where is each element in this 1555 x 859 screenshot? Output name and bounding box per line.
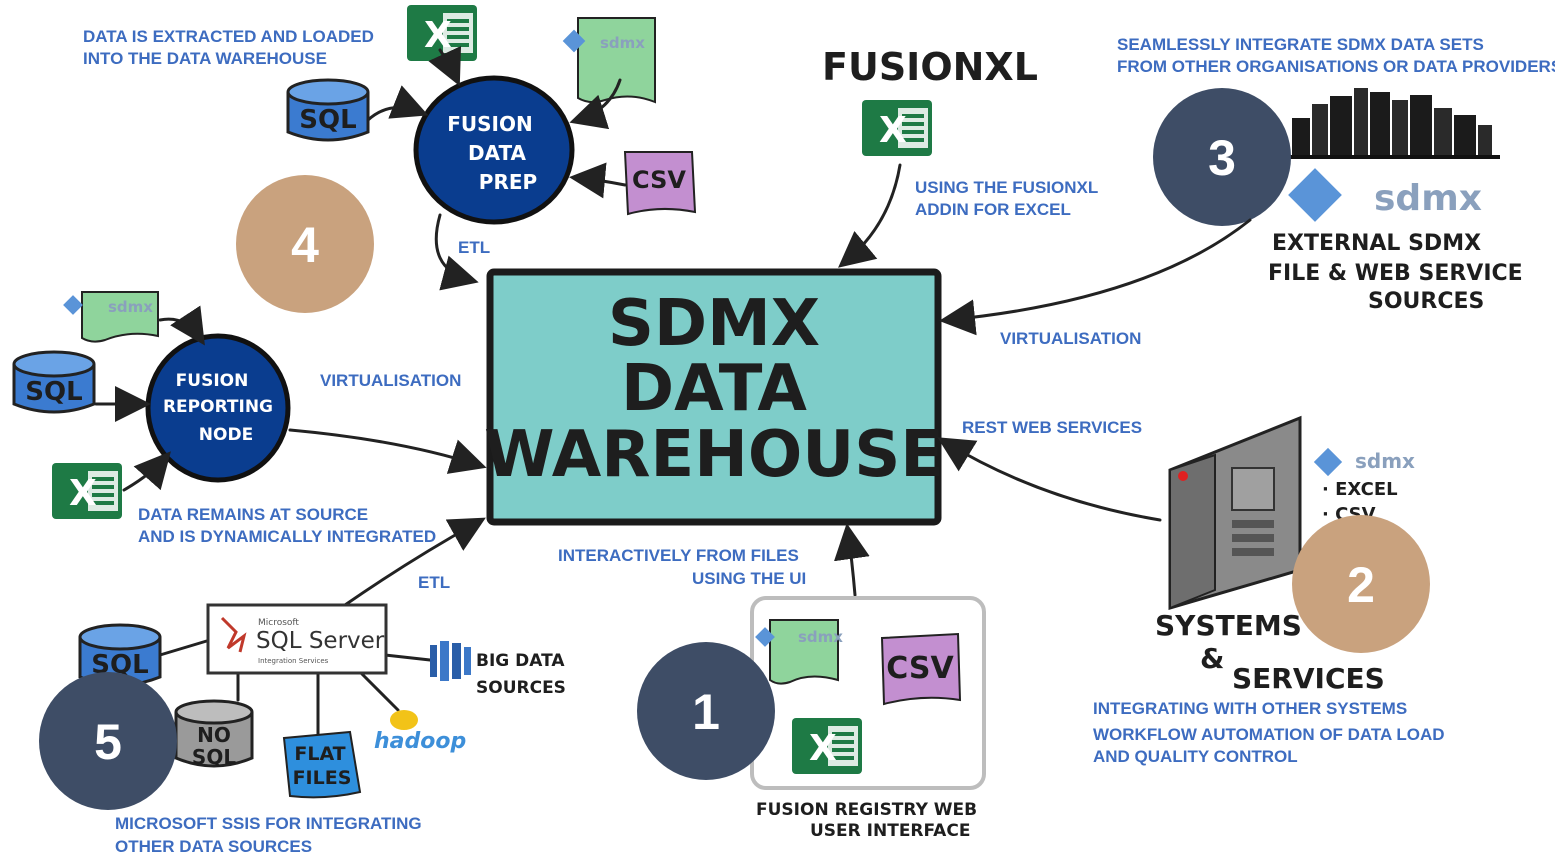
svg-text:X: X (424, 15, 452, 56)
sdmx-logo-icon: sdmx (1288, 168, 1482, 222)
caption-ssis-1: MICROSOFT SSIS FOR INTEGRATING (115, 814, 422, 833)
systems-label-2: & (1200, 642, 1224, 675)
external-label-1: EXTERNAL SDMX (1272, 231, 1481, 256)
sdmx-logo-icon: sdmx (1313, 447, 1415, 477)
systems-label-1: SYSTEMS (1155, 609, 1302, 642)
sdmx-logo-icon (63, 295, 83, 315)
caption-extracted-1: DATA IS EXTRACTED AND LOADED (83, 27, 374, 46)
big-data-label-2: SOURCES (476, 678, 566, 698)
big-data-label-1: BIG DATA (476, 651, 565, 671)
external-label-3: SOURCES (1368, 289, 1484, 314)
svg-text:sdmx: sdmx (1355, 449, 1415, 473)
warehouse-title-1: SDMX (608, 287, 820, 361)
svg-text:hadoop: hadoop (374, 729, 466, 754)
sql-server-box: Microsoft SQL Server Integration Service… (206, 603, 388, 675)
fusion-data-prep-node: FUSION DATA PREP (413, 75, 575, 225)
svg-text:NO: NO (197, 723, 231, 747)
caption-integrating-3: AND QUALITY CONTROL (1093, 747, 1298, 766)
svg-text:3: 3 (1208, 130, 1236, 186)
caption-integrating-2: WORKFLOW AUTOMATION OF DATA LOAD (1093, 725, 1445, 744)
svg-text:sdmx: sdmx (600, 34, 645, 52)
svg-text:sdmx: sdmx (798, 628, 843, 646)
server-tower-icon (1168, 415, 1302, 611)
caption-seamless-1: SEAMLESSLY INTEGRATE SDMX DATA SETS (1117, 35, 1484, 54)
sql-server-logo-icon (220, 616, 247, 653)
hadoop-elephant-icon: hadoop (374, 710, 466, 754)
badge-3: 3 (1153, 88, 1291, 226)
caption-fusionxl-2: ADDIN FOR EXCEL (915, 200, 1071, 219)
svg-text:X: X (69, 473, 97, 514)
sdmx-file-left: sdmx (63, 291, 159, 343)
systems-label-3: SERVICES (1232, 662, 1385, 695)
sql-cylinder-icon: SQL (286, 78, 370, 142)
svg-text:PREP: PREP (479, 170, 537, 194)
sdmx-data-warehouse: SDMX DATA WAREHOUSE (484, 268, 944, 526)
svg-text:5: 5 (94, 714, 122, 770)
sdmx-logo-icon (755, 627, 775, 647)
svg-text:FILES: FILES (293, 767, 352, 789)
svg-text:SQL: SQL (299, 105, 356, 135)
caption-integrating-1: INTEGRATING WITH OTHER SYSTEMS (1093, 699, 1407, 718)
badge-2: 2 (1292, 515, 1430, 653)
caption-ssis-2: OTHER DATA SOURCES (115, 837, 312, 856)
svg-text:SQL: SQL (25, 377, 82, 407)
city-skyline-icon (1285, 88, 1500, 159)
registry-label-1: FUSION REGISTRY WEB (756, 800, 977, 820)
badge-4: 4 (236, 175, 374, 313)
nosql-cylinder-icon: NO SQL (174, 699, 254, 769)
svg-text:1: 1 (692, 684, 720, 740)
svg-text:CSV: CSV (886, 651, 954, 686)
caption-interactively-2: USING THE UI (692, 569, 806, 588)
svg-text:REPORTING: REPORTING (163, 397, 273, 417)
sdmx-file-ui: sdmx (755, 619, 843, 685)
svg-text:NODE: NODE (199, 425, 253, 445)
fusion-reporting-node: FUSION REPORTING NODE (145, 333, 291, 483)
svg-text:Microsoft: Microsoft (258, 618, 299, 628)
external-label-2: FILE & WEB SERVICE (1268, 261, 1523, 286)
caption-remains-2: AND IS DYNAMICALLY INTEGRATED (138, 527, 436, 546)
svg-text:FUSION: FUSION (447, 112, 533, 136)
svg-text:SQL Server: SQL Server (256, 628, 385, 654)
caption-etl-top: ETL (458, 238, 490, 257)
warehouse-title-2: DATA (621, 352, 807, 426)
svg-text:Integration Services: Integration Services (258, 657, 329, 665)
svg-text:X: X (879, 110, 907, 151)
systems-bullet-excel: · EXCEL (1322, 479, 1398, 500)
flat-files-icon: FLAT FILES (282, 730, 362, 799)
badge-5: 5 (39, 672, 177, 810)
svg-text:sdmx: sdmx (1374, 178, 1482, 219)
big-data-icon (430, 641, 471, 681)
excel-icon: X (792, 718, 862, 774)
svg-text:sdmx: sdmx (108, 298, 153, 316)
caption-seamless-2: FROM OTHER ORGANISATIONS OR DATA PROVIDE… (1117, 57, 1555, 76)
svg-text:DATA: DATA (468, 141, 527, 165)
excel-icon: X (862, 100, 932, 156)
warehouse-title-3: WAREHOUSE (484, 418, 944, 492)
svg-text:2: 2 (1347, 557, 1375, 613)
svg-text:4: 4 (291, 217, 319, 273)
caption-virtualisation-left: VIRTUALISATION (320, 371, 461, 390)
registry-label-2: USER INTERFACE (810, 821, 970, 841)
svg-text:X: X (809, 728, 837, 769)
svg-text:FUSION: FUSION (176, 371, 249, 391)
csv-file-icon: CSV (623, 151, 697, 216)
caption-virtualisation-right: VIRTUALISATION (1000, 329, 1141, 348)
svg-text:CSV: CSV (632, 166, 686, 194)
excel-icon: X (52, 463, 122, 519)
caption-remains-1: DATA REMAINS AT SOURCE (138, 505, 368, 524)
svg-text:SQL: SQL (192, 745, 236, 769)
fusionxl-title: FUSIONXL (822, 45, 1038, 89)
svg-text:FLAT: FLAT (294, 743, 345, 765)
badge-1: 1 (637, 642, 775, 780)
sql-cylinder-icon: SQL (12, 350, 96, 414)
caption-fusionxl-1: USING THE FUSIONXL (915, 178, 1098, 197)
sdmx-file-top: sdmx (562, 17, 656, 104)
caption-etl-bottom: ETL (418, 573, 450, 592)
csv-file-icon: CSV (880, 632, 962, 706)
caption-rest: REST WEB SERVICES (962, 418, 1142, 437)
caption-extracted-2: INTO THE DATA WAREHOUSE (83, 49, 327, 68)
caption-interactively-1: INTERACTIVELY FROM FILES (558, 546, 799, 565)
